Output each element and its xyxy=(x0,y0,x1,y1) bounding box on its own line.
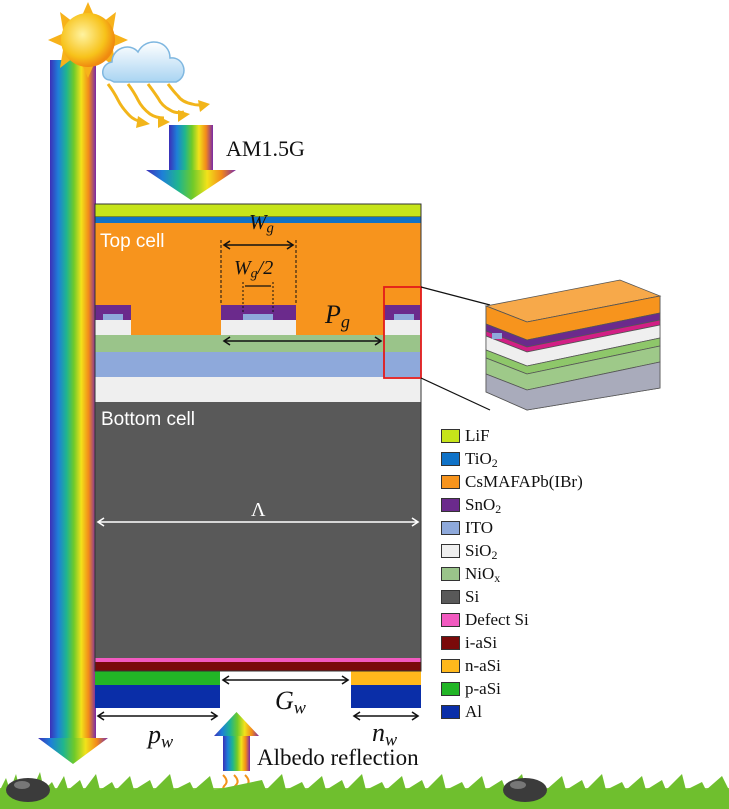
grating-center xyxy=(221,305,296,335)
dimension-arrows xyxy=(96,240,420,721)
zoom-indicator xyxy=(383,286,491,411)
legend-swatch xyxy=(441,521,460,535)
incident-light-arrow xyxy=(38,60,108,764)
legend-item: Al xyxy=(441,702,641,722)
legend-label: ITO xyxy=(465,518,494,537)
inset-3d-block xyxy=(484,279,662,411)
al-left-contact xyxy=(95,685,220,708)
legend-swatch xyxy=(441,590,460,604)
gw-label: Gw xyxy=(275,686,306,718)
legend-label: SiO2 xyxy=(465,541,498,562)
device-stack xyxy=(94,203,422,708)
legend-label: Al xyxy=(465,702,482,721)
legend-item: CsMAFAPb(IBr) xyxy=(441,472,641,492)
legend-swatch xyxy=(441,682,460,696)
pg-label: Pg xyxy=(325,300,350,332)
legend-label: SnO2 xyxy=(465,495,502,516)
legend-item: Defect Si xyxy=(441,610,641,630)
legend-item: TiO2 xyxy=(441,449,641,470)
grass-ground xyxy=(0,772,729,809)
grating-right xyxy=(384,305,421,335)
legend-label: Defect Si xyxy=(465,610,529,629)
i-asi-layer xyxy=(95,662,421,671)
niox-layer xyxy=(95,335,421,352)
grating-left xyxy=(95,305,131,335)
legend-swatch xyxy=(441,705,460,719)
rock-icon-right xyxy=(503,778,547,802)
legend-label: TiO2 xyxy=(465,449,498,470)
sunray-icon xyxy=(106,83,207,124)
top-cell-label: Top cell xyxy=(100,231,165,252)
albedo-arrow xyxy=(214,712,259,771)
legend-item: LiF xyxy=(441,426,641,446)
sun-icon xyxy=(48,2,128,78)
legend-item: i-aSi xyxy=(441,633,641,653)
legend-label: LiF xyxy=(465,426,490,445)
cloud-icon xyxy=(102,41,185,83)
rock-icon xyxy=(6,778,50,802)
wg-half-label: Wg/2 xyxy=(234,257,274,282)
legend-swatch xyxy=(441,659,460,673)
legend-swatch xyxy=(441,452,460,466)
n-asi-contact xyxy=(351,671,421,685)
ito-layer xyxy=(95,352,421,377)
sunray-arrowheads xyxy=(136,100,210,128)
tio2-layer xyxy=(95,217,421,223)
am15g-arrow xyxy=(146,125,236,200)
legend-swatch xyxy=(441,498,460,512)
al-right-contact xyxy=(351,685,421,708)
sio2-layer xyxy=(95,377,421,402)
legend-swatch xyxy=(441,475,460,489)
legend-item: SiO2 xyxy=(441,541,641,562)
pw-label: pw xyxy=(148,720,174,752)
legend-item: NiOx xyxy=(441,564,641,585)
am15g-label: AM1.5G xyxy=(226,136,305,161)
legend-label: Si xyxy=(465,587,480,606)
wg-label: Wg xyxy=(249,210,274,237)
legend-label: i-aSi xyxy=(465,633,498,652)
legend-label: CsMAFAPb(IBr) xyxy=(465,472,583,491)
legend-item: Si xyxy=(441,587,641,607)
legend-item: ITO xyxy=(441,518,641,538)
legend-label: NiOx xyxy=(465,564,501,585)
legend-swatch xyxy=(441,429,460,443)
legend-swatch xyxy=(441,636,460,650)
legend-item: p-aSi xyxy=(441,679,641,699)
albedo-label: Albedo reflection xyxy=(257,745,419,770)
defect-si-layer xyxy=(95,658,421,662)
legend-item: n-aSi xyxy=(441,656,641,676)
legend-swatch xyxy=(441,613,460,627)
bottom-cell-label: Bottom cell xyxy=(101,409,195,430)
legend-label: n-aSi xyxy=(465,656,501,675)
legend-swatch xyxy=(441,567,460,581)
legend-label: p-aSi xyxy=(465,679,501,698)
legend-swatch xyxy=(441,544,460,558)
nw-label: nw xyxy=(372,718,398,750)
lambda-label: Λ xyxy=(251,499,266,521)
si-layer xyxy=(95,402,421,658)
legend-item: SnO2 xyxy=(441,495,641,516)
p-asi-contact xyxy=(95,671,220,685)
